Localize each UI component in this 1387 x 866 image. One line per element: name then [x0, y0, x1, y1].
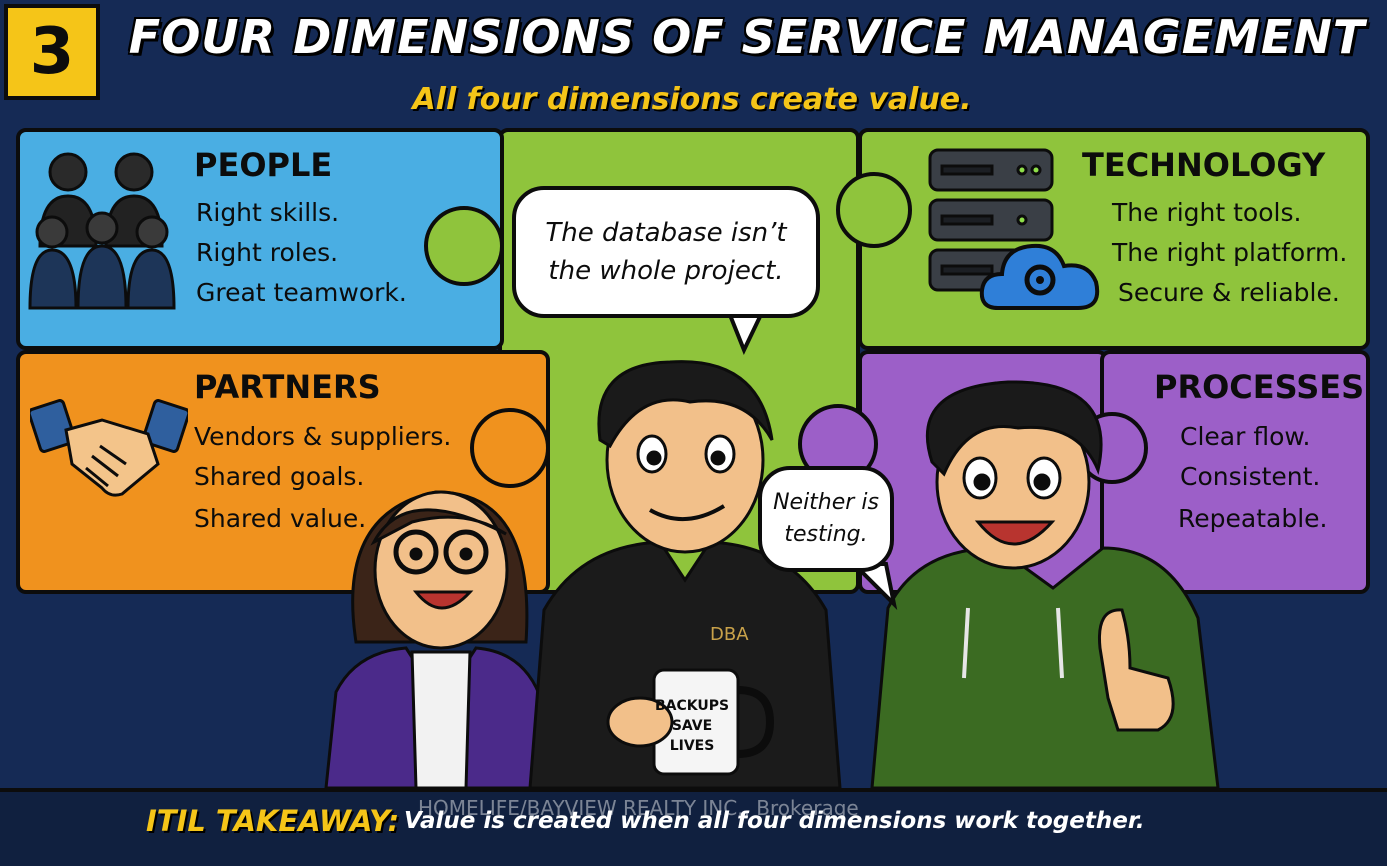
dba-character: [528, 360, 842, 788]
speech-line: testing.: [784, 522, 868, 547]
people-heading: PEOPLE: [194, 146, 333, 184]
processes-panel: [1100, 350, 1370, 594]
people-line: Right roles.: [196, 238, 339, 267]
takeaway-bar: [0, 788, 1387, 866]
mug-line: LIVES: [669, 738, 715, 754]
tester-character: [870, 380, 1220, 788]
puzzle-knob: [424, 206, 504, 286]
cloud-gear-icon: [979, 243, 1100, 310]
step-number-badge: 3: [4, 4, 100, 100]
puzzle-knob: [470, 408, 550, 488]
people-line: Great teamwork.: [196, 278, 407, 307]
tester-speech-bubble: Neither is testing.: [758, 466, 894, 572]
people-line: Right skills.: [196, 198, 340, 227]
page-title: FOUR DIMENSIONS OF SERVICE MANAGEMENT: [128, 10, 1366, 64]
mug-line: SAVE: [671, 718, 713, 734]
dba-speech-bubble: The database isn’t the whole project.: [512, 186, 820, 318]
processes-heading: PROCESSES: [1154, 368, 1365, 406]
partners-line: Shared goals.: [194, 462, 365, 491]
technology-heading: TECHNOLOGY: [1082, 146, 1326, 184]
speech-line: The database isn’t: [545, 218, 787, 248]
shirt-label: DBA: [710, 624, 749, 645]
speech-line: Neither is: [773, 490, 879, 515]
people-group-icon: [28, 152, 176, 310]
processes-line: Clear flow.: [1180, 422, 1311, 451]
puzzle-knob: [836, 172, 912, 248]
technology-line: The right tools.: [1112, 198, 1302, 227]
mug-label: BACKUPS SAVE LIVES: [654, 696, 730, 756]
processes-line: Repeatable.: [1178, 504, 1328, 533]
mug-line: BACKUPS: [654, 698, 730, 714]
partners-line: Vendors & suppliers.: [194, 422, 452, 451]
technology-line: Secure & reliable.: [1118, 278, 1340, 307]
takeaway-label: ITIL TAKEAWAY:: [146, 804, 400, 838]
handshake-icon: [30, 399, 188, 497]
page-subtitle: All four dimensions create value.: [412, 82, 972, 117]
speech-line: the whole project.: [548, 256, 784, 286]
processes-line: Consistent.: [1180, 462, 1321, 491]
technology-line: The right platform.: [1112, 238, 1348, 267]
partners-heading: PARTNERS: [194, 368, 381, 406]
takeaway-text: Value is created when all four dimension…: [404, 808, 1145, 834]
woman-character: [324, 490, 558, 788]
partners-line: Shared value.: [194, 504, 367, 533]
watermark: HOMELIFE/BAYVIEW REALTY INC., Brokerage: [418, 796, 859, 820]
